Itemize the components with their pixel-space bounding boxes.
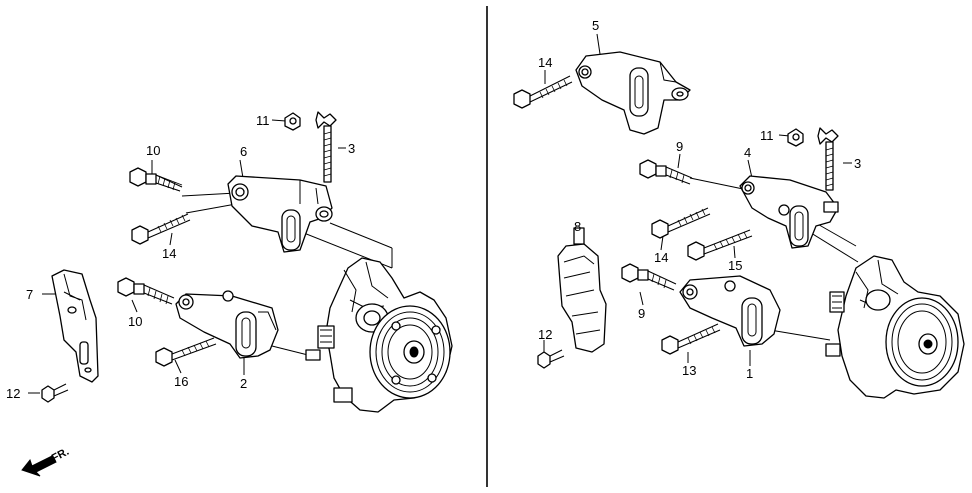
pump-bracket-2 [175, 290, 279, 359]
bolt-10-lower [117, 277, 175, 305]
left-callouts: 10 6 11 3 14 7 10 16 2 12 [6, 113, 355, 401]
right-panel: 5 14 9 4 11 3 8 14 15 9 12 13 1 [513, 18, 965, 399]
callout-14-lower-right: 14 [654, 250, 668, 265]
callout-3-right: 3 [854, 156, 861, 171]
callout-13: 13 [682, 363, 696, 378]
callout-14-upper-right: 14 [538, 55, 552, 70]
bolt-15 [687, 229, 753, 261]
nut-11-right [787, 128, 804, 147]
bolt-13 [661, 323, 721, 355]
bolt-9-upper [639, 159, 693, 185]
callout-12-right: 12 [538, 327, 552, 342]
pump-bracket-1 [679, 275, 781, 347]
callout-10-upper: 10 [146, 143, 160, 158]
pump-bracket-6 [227, 175, 333, 253]
callout-3-left: 3 [348, 141, 355, 156]
callout-8: 8 [574, 219, 581, 234]
callout-9-upper: 9 [676, 139, 683, 154]
belt-cover-8 [557, 227, 607, 353]
callout-16: 16 [174, 374, 188, 389]
bolt-9-lower [621, 263, 677, 291]
bolt-14-left [131, 213, 191, 245]
right-callouts: 5 14 9 4 11 3 8 14 15 9 12 13 1 [538, 18, 861, 381]
bolt-10-upper [129, 167, 183, 192]
nut-11-left [284, 112, 301, 131]
callout-15: 15 [728, 258, 742, 273]
bolt-14-upper-right [513, 75, 573, 109]
pump-bracket-4 [739, 175, 839, 249]
callout-9-lower: 9 [638, 306, 645, 321]
left-panel: FR. 10 6 11 3 14 7 10 16 2 12 [6, 111, 453, 477]
front-direction-arrow-icon: FR. [21, 446, 71, 477]
bolt-12-right [537, 349, 565, 369]
bolt-16 [155, 337, 217, 367]
upper-bracket-5 [575, 51, 691, 135]
bolt-14-lower-right [651, 207, 711, 239]
adjuster-bolt-3-right [817, 127, 839, 191]
bolt-12-left [41, 383, 69, 403]
callout-14-left: 14 [162, 246, 176, 261]
callout-11-right: 11 [760, 128, 774, 143]
callout-1: 1 [746, 366, 753, 381]
callout-11-left: 11 [256, 113, 270, 128]
front-direction-label: FR. [50, 446, 71, 465]
power-steering-pump-left [305, 257, 453, 413]
callout-5: 5 [592, 18, 599, 33]
callout-4: 4 [744, 145, 751, 160]
power-steering-pump-right [825, 255, 965, 399]
callout-12-left: 12 [6, 386, 20, 401]
callout-7: 7 [26, 287, 33, 302]
callout-6: 6 [240, 144, 247, 159]
adjuster-bolt-3-left [315, 111, 337, 183]
callout-2: 2 [240, 376, 247, 391]
bracket-cover-7 [51, 269, 99, 383]
callout-10-lower: 10 [128, 314, 142, 329]
